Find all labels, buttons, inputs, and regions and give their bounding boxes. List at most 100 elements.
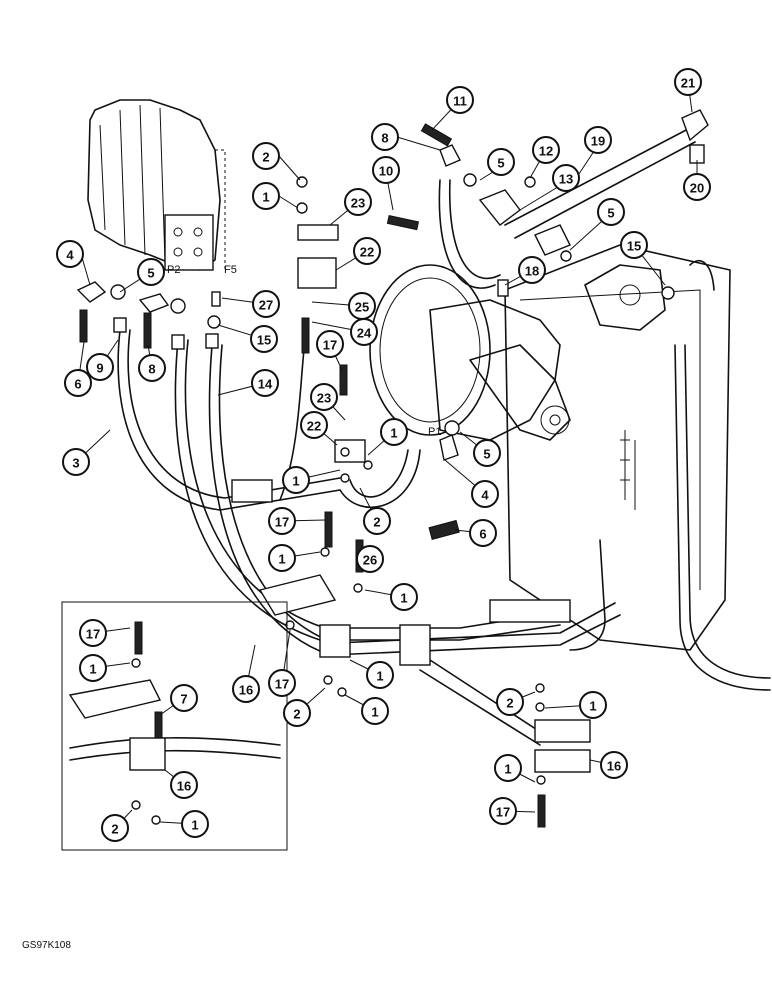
callout-number: 1 <box>278 552 285 567</box>
callout-2: 2 <box>363 507 391 535</box>
callout-circle <box>372 156 400 184</box>
callout-number: 17 <box>275 515 289 530</box>
callout-circle <box>363 507 391 535</box>
callout-circle <box>251 369 279 397</box>
callout-26: 26 <box>356 545 384 573</box>
callout-number: 1 <box>262 190 269 205</box>
callout-circle <box>350 318 378 346</box>
callout-circle <box>471 480 499 508</box>
callout-number: 2 <box>506 696 513 711</box>
callout-circle <box>620 231 648 259</box>
callout-circle <box>489 797 517 825</box>
callout-13: 13 <box>552 164 580 192</box>
callout-circle <box>138 354 166 382</box>
callout-circle <box>79 654 107 682</box>
callout-circle <box>487 148 515 176</box>
callout-number: 22 <box>360 245 374 260</box>
callout-circle <box>579 691 607 719</box>
callout-5: 5 <box>473 439 501 467</box>
callout-15: 15 <box>620 231 648 259</box>
port-label: F5 <box>224 264 237 276</box>
callout-16: 16 <box>232 675 260 703</box>
callout-circle <box>232 675 260 703</box>
callout-5: 5 <box>487 148 515 176</box>
callout-number: 15 <box>257 333 271 348</box>
callout-number: 4 <box>481 488 489 503</box>
callout-27: 27 <box>252 290 280 318</box>
callout-circle <box>496 688 524 716</box>
callout-circle <box>683 173 711 201</box>
callout-number: 2 <box>262 150 269 165</box>
callout-17: 17 <box>268 507 296 535</box>
callout-circle <box>552 164 580 192</box>
callout-circle <box>268 544 296 572</box>
callout-1: 1 <box>579 691 607 719</box>
callout-1: 1 <box>181 810 209 838</box>
callout-number: 21 <box>681 76 695 91</box>
callout-15: 15 <box>250 325 278 353</box>
callout-number: 1 <box>371 705 378 720</box>
callout-1: 1 <box>268 544 296 572</box>
callout-1: 1 <box>282 466 310 494</box>
callout-number: 16 <box>239 683 253 698</box>
callout-1: 1 <box>390 583 418 611</box>
callout-number: 14 <box>258 377 273 392</box>
inset-detail <box>61 601 288 851</box>
callout-circle <box>268 507 296 535</box>
callout-circle <box>170 771 198 799</box>
callout-1: 1 <box>494 754 522 782</box>
callout-2: 2 <box>283 699 311 727</box>
callout-circle <box>600 751 628 779</box>
callout-circle <box>252 182 280 210</box>
callout-circle <box>356 545 384 573</box>
callout-20: 20 <box>683 173 711 201</box>
callout-number: 26 <box>363 553 377 568</box>
callout-circle <box>310 383 338 411</box>
callout-circle <box>300 411 328 439</box>
callout-16: 16 <box>170 771 198 799</box>
pump-assembly <box>369 264 571 441</box>
callout-number: 19 <box>591 134 605 149</box>
callout-circle <box>250 325 278 353</box>
clamps <box>231 224 591 773</box>
figure-code: GS97K108 <box>22 940 71 951</box>
callout-number: 22 <box>307 419 321 434</box>
callout-circle <box>252 290 280 318</box>
callout-17: 17 <box>489 797 517 825</box>
callout-number: 15 <box>627 239 641 254</box>
callout-19: 19 <box>584 126 612 154</box>
callout-21: 21 <box>674 68 702 96</box>
callout-circle <box>518 256 546 284</box>
callout-10: 10 <box>372 156 400 184</box>
callout-number: 5 <box>497 156 504 171</box>
steel-pipe <box>478 109 709 256</box>
callout-circle <box>62 448 90 476</box>
callout-24: 24 <box>350 318 378 346</box>
callout-number: 1 <box>589 699 596 714</box>
callout-14: 14 <box>251 369 279 397</box>
callout-number: 2 <box>293 707 300 722</box>
callout-number: 1 <box>89 662 96 677</box>
callout-number: 27 <box>259 298 273 313</box>
callout-25: 25 <box>348 292 376 320</box>
callout-2: 2 <box>496 688 524 716</box>
callout-2: 2 <box>252 142 280 170</box>
callout-3: 3 <box>62 448 90 476</box>
callout-circle <box>268 669 296 697</box>
callout-circle <box>56 240 84 268</box>
callout-number: 1 <box>191 818 198 833</box>
callout-8: 8 <box>138 354 166 382</box>
callout-number: 17 <box>323 338 337 353</box>
callout-5: 5 <box>597 198 625 226</box>
callout-circle <box>494 754 522 782</box>
callout-23: 23 <box>344 188 372 216</box>
callout-22: 22 <box>300 411 328 439</box>
callout-circle <box>380 418 408 446</box>
callout-8: 8 <box>371 123 399 151</box>
callout-5: 5 <box>137 258 165 286</box>
callout-number: 8 <box>148 362 155 377</box>
callout-number: 17 <box>496 805 510 820</box>
callout-circle <box>532 136 560 164</box>
callout-17: 17 <box>316 330 344 358</box>
